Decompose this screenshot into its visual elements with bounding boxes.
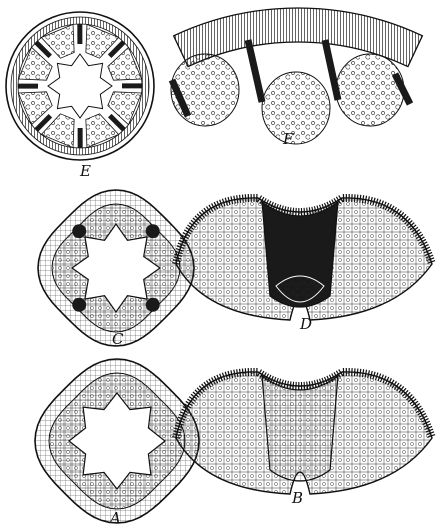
figure-label-e: E <box>79 162 91 180</box>
figure-e-stem-section <box>6 12 154 160</box>
figure-c-stem-section <box>38 190 194 346</box>
central-wedge <box>262 376 338 481</box>
figure-label-d: D <box>299 315 312 333</box>
dark-bundle-band <box>248 40 262 102</box>
pith-cavity <box>72 224 160 312</box>
dark-phloem-patch <box>72 224 86 238</box>
dark-phloem-patch <box>146 298 160 312</box>
figure-a-stem-section <box>35 359 199 523</box>
dark-phloem-patch <box>146 224 160 238</box>
pith-cavity <box>48 54 112 118</box>
xylem-lobe <box>336 54 404 126</box>
figure-label-a: A <box>108 509 121 527</box>
xylem-lobe <box>262 72 330 144</box>
pith-cavity <box>69 393 165 489</box>
figure-label-c: C <box>112 330 124 348</box>
dark-phloem-patch <box>72 298 86 312</box>
figure-d-sector-detail <box>176 198 432 320</box>
dark-bundle-band <box>325 40 338 100</box>
figure-f-arc-detail <box>171 8 422 144</box>
xylem-lobe <box>171 54 239 126</box>
figure-label-f: F <box>282 130 294 148</box>
figure-b-sector-detail <box>176 372 432 494</box>
figure-label-b: B <box>291 489 303 507</box>
